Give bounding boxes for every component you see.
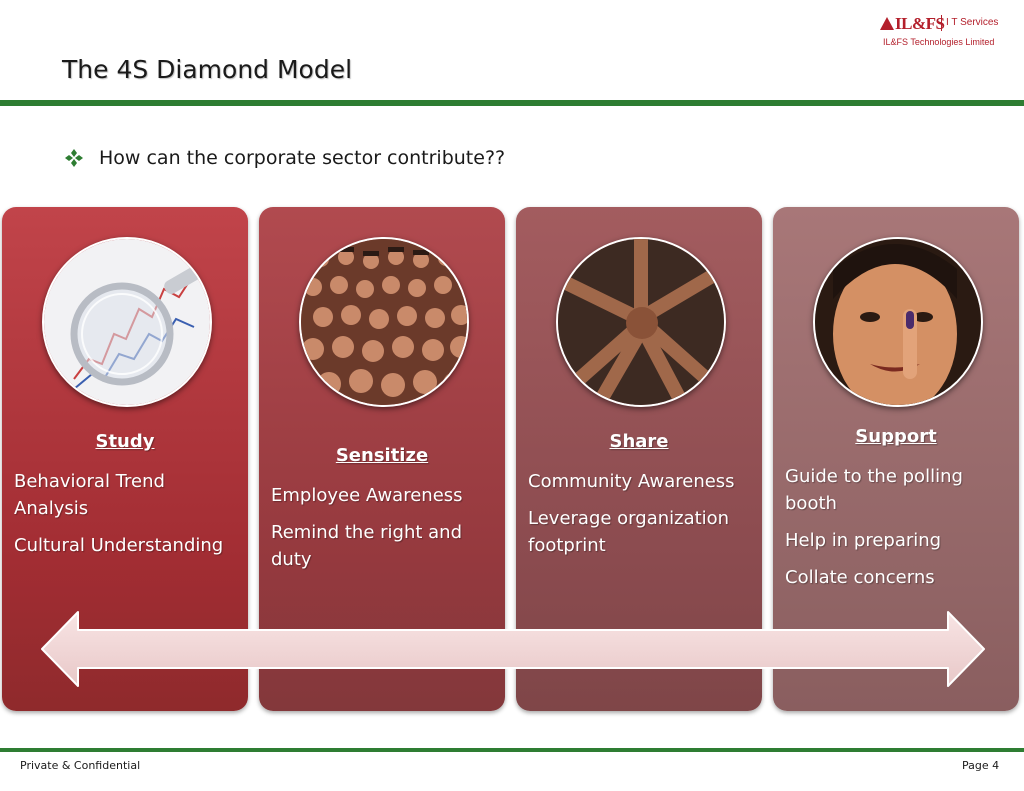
logo-mark: IL&FS — [880, 14, 945, 34]
logo-triangle-icon — [880, 17, 894, 30]
diamond-bullet-icon — [65, 149, 83, 167]
panel-lines: Community Awareness Leverage organizatio… — [528, 468, 756, 569]
panel-heading: Support — [855, 426, 937, 447]
footer-rule — [0, 748, 1024, 752]
company-logo: IL&FS I T Services IL&FS Technologies Li… — [880, 12, 1015, 52]
panel-line: Cultural Understanding — [14, 535, 224, 556]
panel-lines: Guide to the polling booth Help in prepa… — [785, 463, 1013, 601]
panel-line: Employee Awareness — [271, 485, 463, 506]
panel-line: Behavioral Trend Analysis — [14, 471, 165, 519]
magnifier-chart-image — [42, 237, 212, 407]
logo-division: I T Services — [946, 17, 999, 28]
panel-line: Leverage organization footprint — [528, 508, 730, 556]
page-number: Page 4 — [962, 759, 1000, 772]
panel-lines: Employee Awareness Remind the right and … — [271, 482, 499, 583]
panel-line: Community Awareness — [528, 471, 735, 492]
panel-line: Help in preparing — [785, 530, 942, 551]
panel-sensitize: Sensitize Employee Awareness Remind the … — [259, 207, 505, 711]
panel-line: Remind the right and duty — [271, 522, 463, 570]
panel-share: Share Community Awareness Leverage organ… — [516, 207, 762, 711]
panel-heading: Study — [95, 431, 155, 452]
double-arrow-icon — [41, 611, 985, 687]
bullet-question: How can the corporate sector contribute?… — [99, 147, 506, 169]
panel-line: Guide to the polling booth — [785, 466, 963, 514]
slide-title: The 4S Diamond Model — [62, 55, 353, 84]
panel-lines: Behavioral Trend Analysis Cultural Under… — [14, 468, 242, 569]
footer-confidential: Private & Confidential — [20, 759, 141, 772]
panel-heading: Share — [609, 431, 669, 452]
panel-study: Study Behavioral Trend Analysis Cultural… — [2, 207, 248, 711]
inked-finger-voter-image — [813, 237, 983, 407]
panel-line: Collate concerns — [785, 567, 935, 588]
panel-support: Support Guide to the polling booth Help … — [773, 207, 1019, 711]
panel-heading: Sensitize — [335, 445, 429, 466]
logo-mark-text: IL&FS — [895, 14, 945, 33]
header-rule — [0, 100, 1024, 106]
logo-divider — [941, 15, 942, 31]
joined-hands-image — [556, 237, 726, 407]
logo-company-name: IL&FS Technologies Limited — [883, 37, 995, 47]
crowd-of-women-image — [299, 237, 469, 407]
